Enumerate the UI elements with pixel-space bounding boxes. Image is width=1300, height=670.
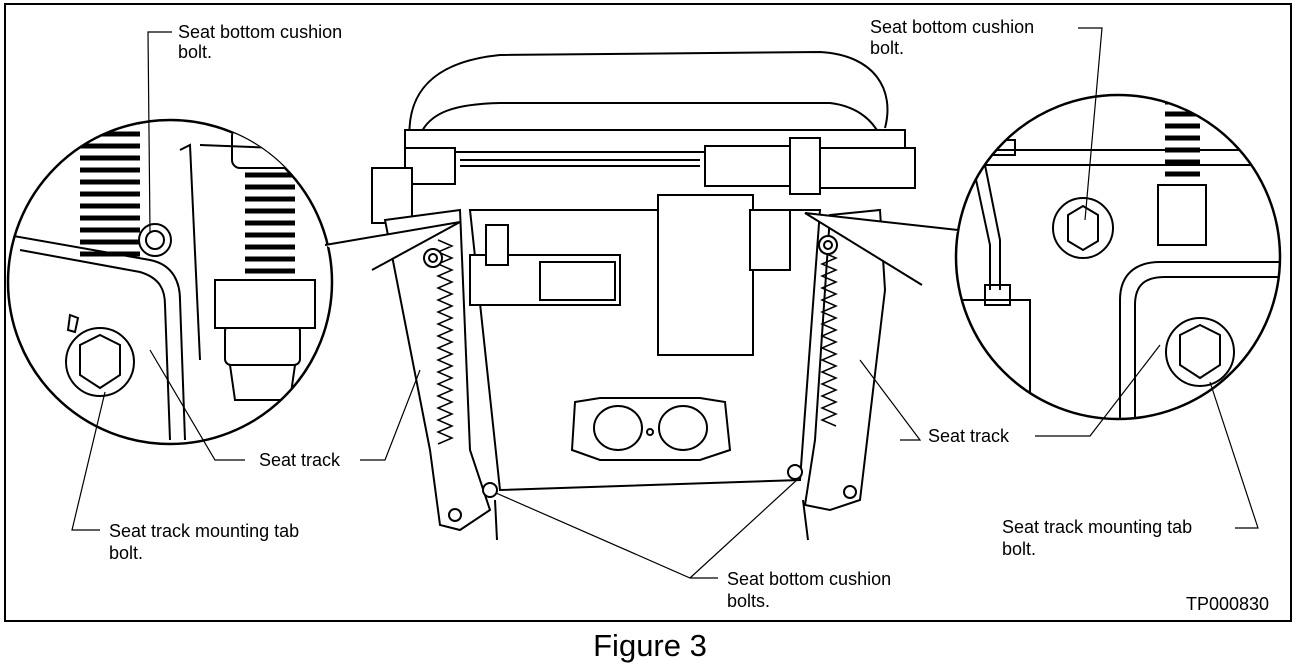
- callout-right-cushion-bolt-line2: bolt.: [870, 38, 905, 58]
- left-seat-track: [383, 208, 492, 532]
- figure-code: TP000830: [1186, 594, 1270, 614]
- right-detail-pointer: [804, 212, 959, 286]
- coil-spring-left: [80, 120, 140, 257]
- right-cushion-bolt-detail: [1052, 197, 1114, 259]
- callout-left-cushion-bolt-line1: Seat bottom cushion: [178, 22, 343, 42]
- left-tab-bolt-detail: [65, 327, 135, 397]
- cushion-bolt-left: [482, 482, 498, 498]
- right-detail-circle: [954, 93, 1282, 421]
- callout-right-cushion-bolt-line1: Seat bottom cushion: [870, 17, 1035, 37]
- callout-left-tab-bolt-line2: bolt.: [109, 543, 144, 563]
- callout-bottom-cushion-bolts-line2: bolts.: [727, 591, 771, 611]
- left-cushion-bolt-detail: [138, 223, 172, 257]
- seat-back-outline: [408, 50, 889, 146]
- control-module: [657, 194, 754, 356]
- cushion-bolt-right: [787, 464, 803, 480]
- right-tab-bolt-detail: [1165, 317, 1235, 387]
- figure-caption: Figure 3: [593, 628, 707, 663]
- callout-left-tab-bolt-line1: Seat track mounting tab: [109, 521, 300, 541]
- figure-frame: [4, 3, 1292, 622]
- left-detail-circle: [6, 118, 334, 446]
- callout-right-seat-track: Seat track: [928, 426, 1010, 446]
- leader-lines: [71, 27, 1259, 579]
- callout-bottom-cushion-bolts-line1: Seat bottom cushion: [727, 569, 892, 589]
- callout-left-seat-track: Seat track: [259, 450, 341, 470]
- callout-right-tab-bolt-line2: bolt.: [1002, 539, 1037, 559]
- callout-left-cushion-bolt-line2: bolt.: [178, 42, 213, 62]
- seat-assembly: [371, 50, 916, 541]
- lower-plate: [570, 397, 732, 461]
- callout-right-tab-bolt-line1: Seat track mounting tab: [1002, 517, 1193, 537]
- left-detail-pointer: [324, 221, 461, 271]
